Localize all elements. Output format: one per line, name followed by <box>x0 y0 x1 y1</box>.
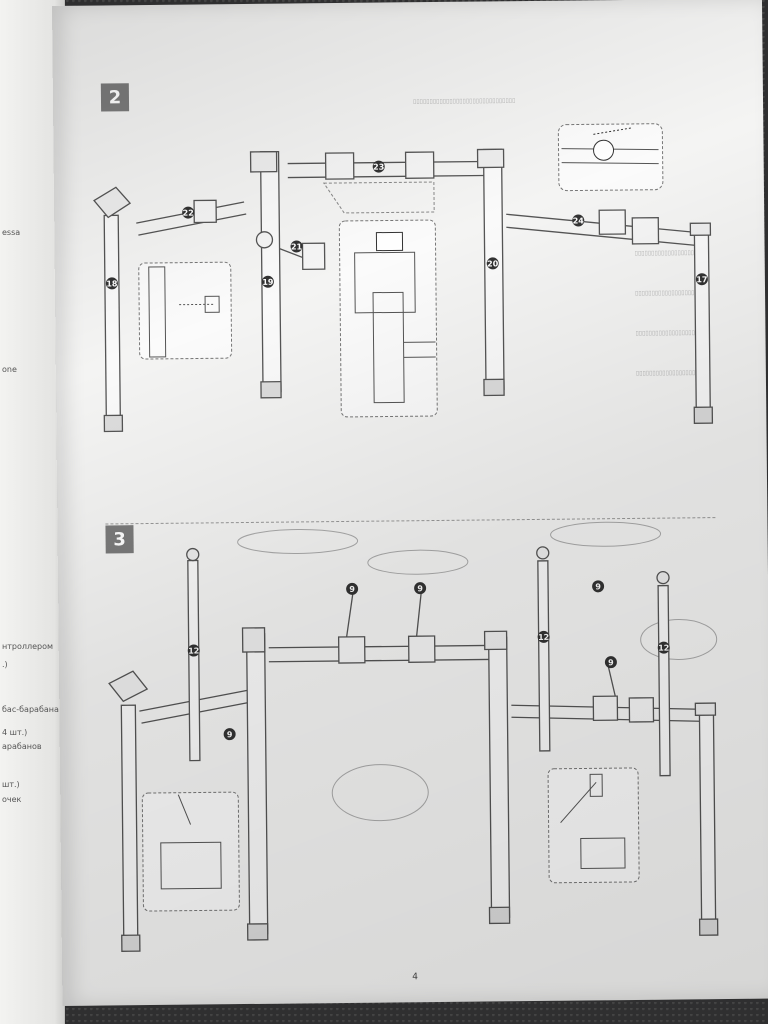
part-number: 23 <box>373 163 384 172</box>
part-number: 12 <box>188 646 199 655</box>
left-fragment: бас-барабана <box>2 705 59 714</box>
left-fragment: арабанов <box>2 742 42 751</box>
step-3-assembly-diagram: 12 9 9 9 12 9 12 9 <box>108 521 719 952</box>
part-number: 9 <box>417 584 423 593</box>
inset-detail-4 <box>141 791 240 912</box>
left-fragment: .) <box>2 660 8 669</box>
inset-detail-5 <box>547 767 640 884</box>
part-number: 22 <box>183 209 194 218</box>
manual-page: ▯▯▯▯▯▯▯▯▯▯▯▯▯▯▯▯▯▯▯▯▯▯▯▯▯▯▯▯▯▯▯ ▯▯▯▯▯▯▯▯… <box>52 0 768 1006</box>
part-number: 9 <box>608 658 614 667</box>
part-number: 9 <box>595 582 601 591</box>
part-number: 12 <box>658 644 669 653</box>
part-number: 24 <box>573 216 585 225</box>
part-number: 17 <box>696 275 707 284</box>
part-number: 18 <box>106 279 118 288</box>
inset-detail-2 <box>338 219 438 418</box>
part-number: 12 <box>538 633 549 642</box>
inset-detail-1 <box>138 261 233 360</box>
part-number: 20 <box>487 259 499 268</box>
part-number: 19 <box>262 278 274 287</box>
part-number: 21 <box>291 242 303 251</box>
page-number: 4 <box>412 972 418 983</box>
part-number-markers: 18 22 19 21 23 20 24 17 <box>105 160 708 290</box>
left-fragment: очек <box>2 795 22 804</box>
step-2-assembly-diagram: 18 22 19 21 23 20 24 17 <box>93 123 714 433</box>
left-fragment: essa <box>2 228 21 237</box>
part-number-markers: 12 9 9 9 12 9 12 9 <box>187 580 670 741</box>
part-number: 9 <box>227 730 233 739</box>
left-fragment: шт.) <box>2 780 20 789</box>
left-fragment: нтроллером <box>2 642 54 651</box>
left-fragment: one <box>2 365 17 374</box>
left-fragment: 4 шт.) <box>2 728 28 737</box>
part-number: 9 <box>349 585 355 594</box>
